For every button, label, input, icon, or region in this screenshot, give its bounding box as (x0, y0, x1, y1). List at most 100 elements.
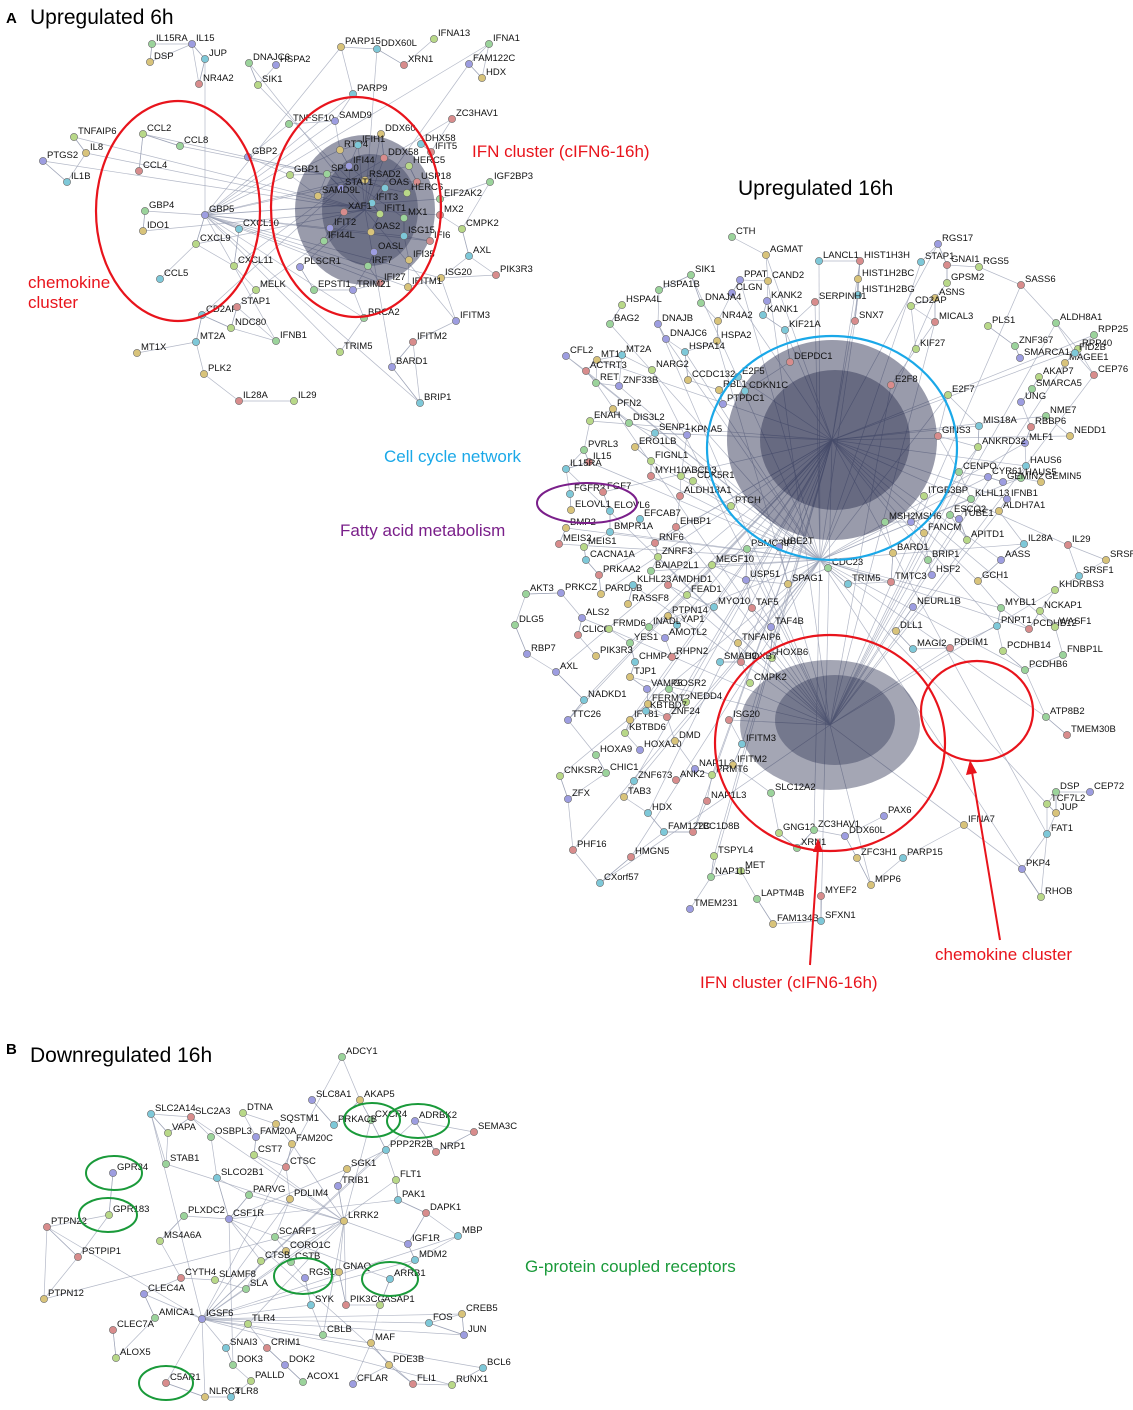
up6h-node-label: IGF2BP3 (494, 171, 533, 182)
up16h-node-label: CDKN1C (749, 380, 788, 391)
down16h-edge (77, 1214, 110, 1258)
down16h-node-dot (213, 1174, 221, 1182)
up16h-node: BMPR1A (606, 521, 654, 536)
up16h-node-dot (817, 892, 825, 900)
up6h-node-label: GBP2 (252, 146, 277, 157)
up16h-node: ZNF33B (615, 375, 658, 390)
down16h-edge (150, 1113, 192, 1118)
up6h-node-dot (285, 120, 293, 128)
up16h-node-dot (889, 549, 897, 557)
up6h-node-dot (405, 256, 413, 264)
up16h-node: AGMAT (762, 244, 803, 259)
down16h-node-dot (335, 1268, 343, 1276)
up16h-edge (596, 354, 623, 361)
up16h-node: MSH6 (907, 511, 941, 526)
down16h-node-label: SGK1 (351, 1158, 376, 1169)
upregulated-16h-title: Upregulated 16h (738, 177, 893, 200)
up16h-node: NAP1L5 (707, 866, 750, 881)
up16h-node: HSPA1B (655, 279, 700, 294)
up6h-node-dot (368, 199, 376, 207)
up16h-edge (567, 772, 607, 800)
down16h-node-label: OSBPL3 (215, 1126, 252, 1137)
up6h-node-dot (320, 237, 328, 245)
up16h-edge (1067, 544, 1080, 577)
up16h-edge (717, 292, 733, 322)
up16h-node-dot (677, 472, 685, 480)
up16h-node-label: HIST1H2BC (862, 268, 914, 279)
up6h-node-dot (314, 192, 322, 200)
up16h-node-dot (1042, 412, 1050, 420)
up16h-node: MAGI2 (909, 638, 947, 653)
up16h-node-label: MYBL1 (1005, 597, 1036, 608)
up16h-node-dot (920, 492, 928, 500)
up16h-node: MICAL3 (931, 311, 973, 326)
up16h-node-dot (562, 352, 570, 360)
up16h-node-dot (636, 746, 644, 754)
down16h-node-dot (342, 1301, 350, 1309)
up6h-node-dot (272, 61, 280, 69)
up16h-node-dot (1052, 809, 1060, 817)
up16h-edge (831, 348, 1079, 441)
up16h-node-dot (626, 639, 634, 647)
up16h-node-label: HMGN5 (635, 846, 669, 857)
up16h-edge (819, 559, 1048, 805)
up6h-edge (289, 173, 328, 176)
down16h-node-dot (470, 1128, 478, 1136)
up6h-node: MT2A (192, 331, 226, 346)
up16h-edge (831, 439, 929, 561)
up16h-node-label: SRSF1 (1083, 565, 1114, 576)
up16h-edge (602, 439, 833, 493)
up16h-node: ACTRT3 (582, 360, 627, 375)
up16h-node: CEP76 (1090, 364, 1128, 379)
up16h-edge (937, 435, 979, 448)
down16h-edge (285, 1143, 293, 1168)
down16h-node-label: NRP1 (440, 1141, 465, 1152)
up6h-node-dot (354, 141, 362, 149)
up16h-edge (565, 461, 590, 470)
up16h-node-label: KPNA5 (691, 424, 722, 435)
up6h-node: BRCA2 (360, 307, 400, 322)
up6h-node-dot (409, 338, 417, 346)
up16h-node-label: FANCM (928, 522, 961, 533)
up16h-edge (598, 439, 833, 576)
up16h-node-dot (592, 751, 600, 759)
up16h-node: RASSF8 (624, 593, 669, 608)
down16h-edge (143, 1277, 182, 1295)
down16h-edge (428, 1322, 465, 1336)
down16h-node: PTPN12 (40, 1288, 84, 1303)
up16h-node: PARD6B (597, 583, 642, 598)
up16h-node: MYH10 (647, 465, 687, 480)
up6h-edge (364, 133, 382, 211)
up6h-edge (334, 120, 341, 151)
up6h-node: DDX60 (377, 123, 416, 138)
down16h-node: CTSC (282, 1156, 316, 1171)
up16h-node-label: INADL (653, 616, 681, 627)
down16h-node-label: SLA (250, 1278, 269, 1289)
up16h-node-label: SASS6 (1025, 274, 1056, 285)
up6h-node-label: FAM122C (473, 53, 515, 64)
up16h-node-dot (742, 576, 750, 584)
down16h-node: TLR4 (244, 1313, 275, 1328)
down16h-node-label: DAPK1 (430, 1202, 461, 1213)
up16h-node-dot (767, 789, 775, 797)
up16h-edge (608, 628, 631, 644)
down16h-node-dot (187, 1113, 195, 1121)
up16h-node-dot (609, 405, 617, 413)
up16h-edge (890, 552, 894, 583)
up16h-node-dot (715, 386, 723, 394)
up16h-node: IFITM3 (738, 733, 776, 748)
up16h-node: GPSM2 (943, 272, 984, 287)
up16h-edge (710, 870, 742, 878)
up16h-edge (778, 546, 789, 585)
up16h-node: HOXA9 (592, 744, 632, 759)
up6h-node-dot (345, 162, 353, 170)
down16h-node-dot (198, 1315, 206, 1323)
up6h-node-dot (370, 248, 378, 256)
up6h-node-dot (492, 271, 500, 279)
up16h-edge (819, 476, 989, 561)
up16h-node-label: IFITM2 (737, 754, 767, 765)
down16h-edge (159, 1215, 185, 1242)
down16h-edge (389, 1259, 416, 1280)
up6h-node: SIK1 (254, 74, 283, 89)
